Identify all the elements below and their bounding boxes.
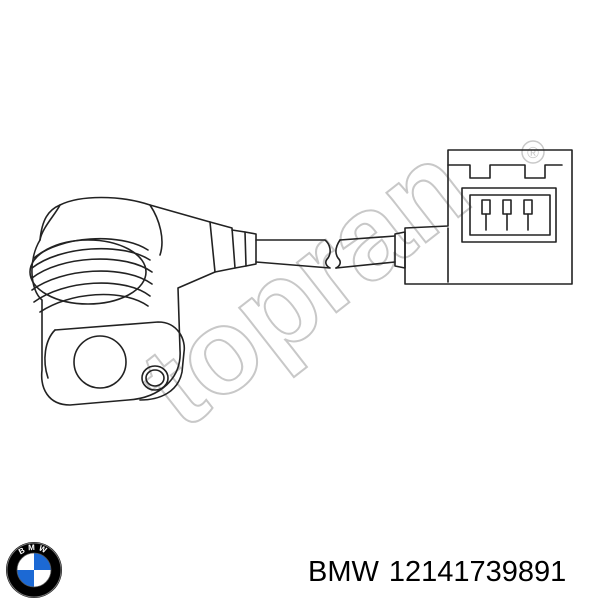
sensor-body bbox=[29, 196, 257, 406]
cable bbox=[255, 231, 406, 269]
part-caption: BMW 12141739891 bbox=[308, 552, 566, 592]
watermark-text: topran bbox=[116, 117, 493, 452]
part-brand: BMW bbox=[308, 556, 379, 588]
registered-mark-text: ® bbox=[527, 145, 539, 162]
connector bbox=[404, 149, 573, 285]
registered-mark: ® bbox=[521, 140, 545, 164]
watermark: topran bbox=[115, 116, 494, 453]
part-number: 12141739891 bbox=[388, 556, 567, 588]
bmw-roundel-icon: BMW bbox=[6, 542, 62, 598]
